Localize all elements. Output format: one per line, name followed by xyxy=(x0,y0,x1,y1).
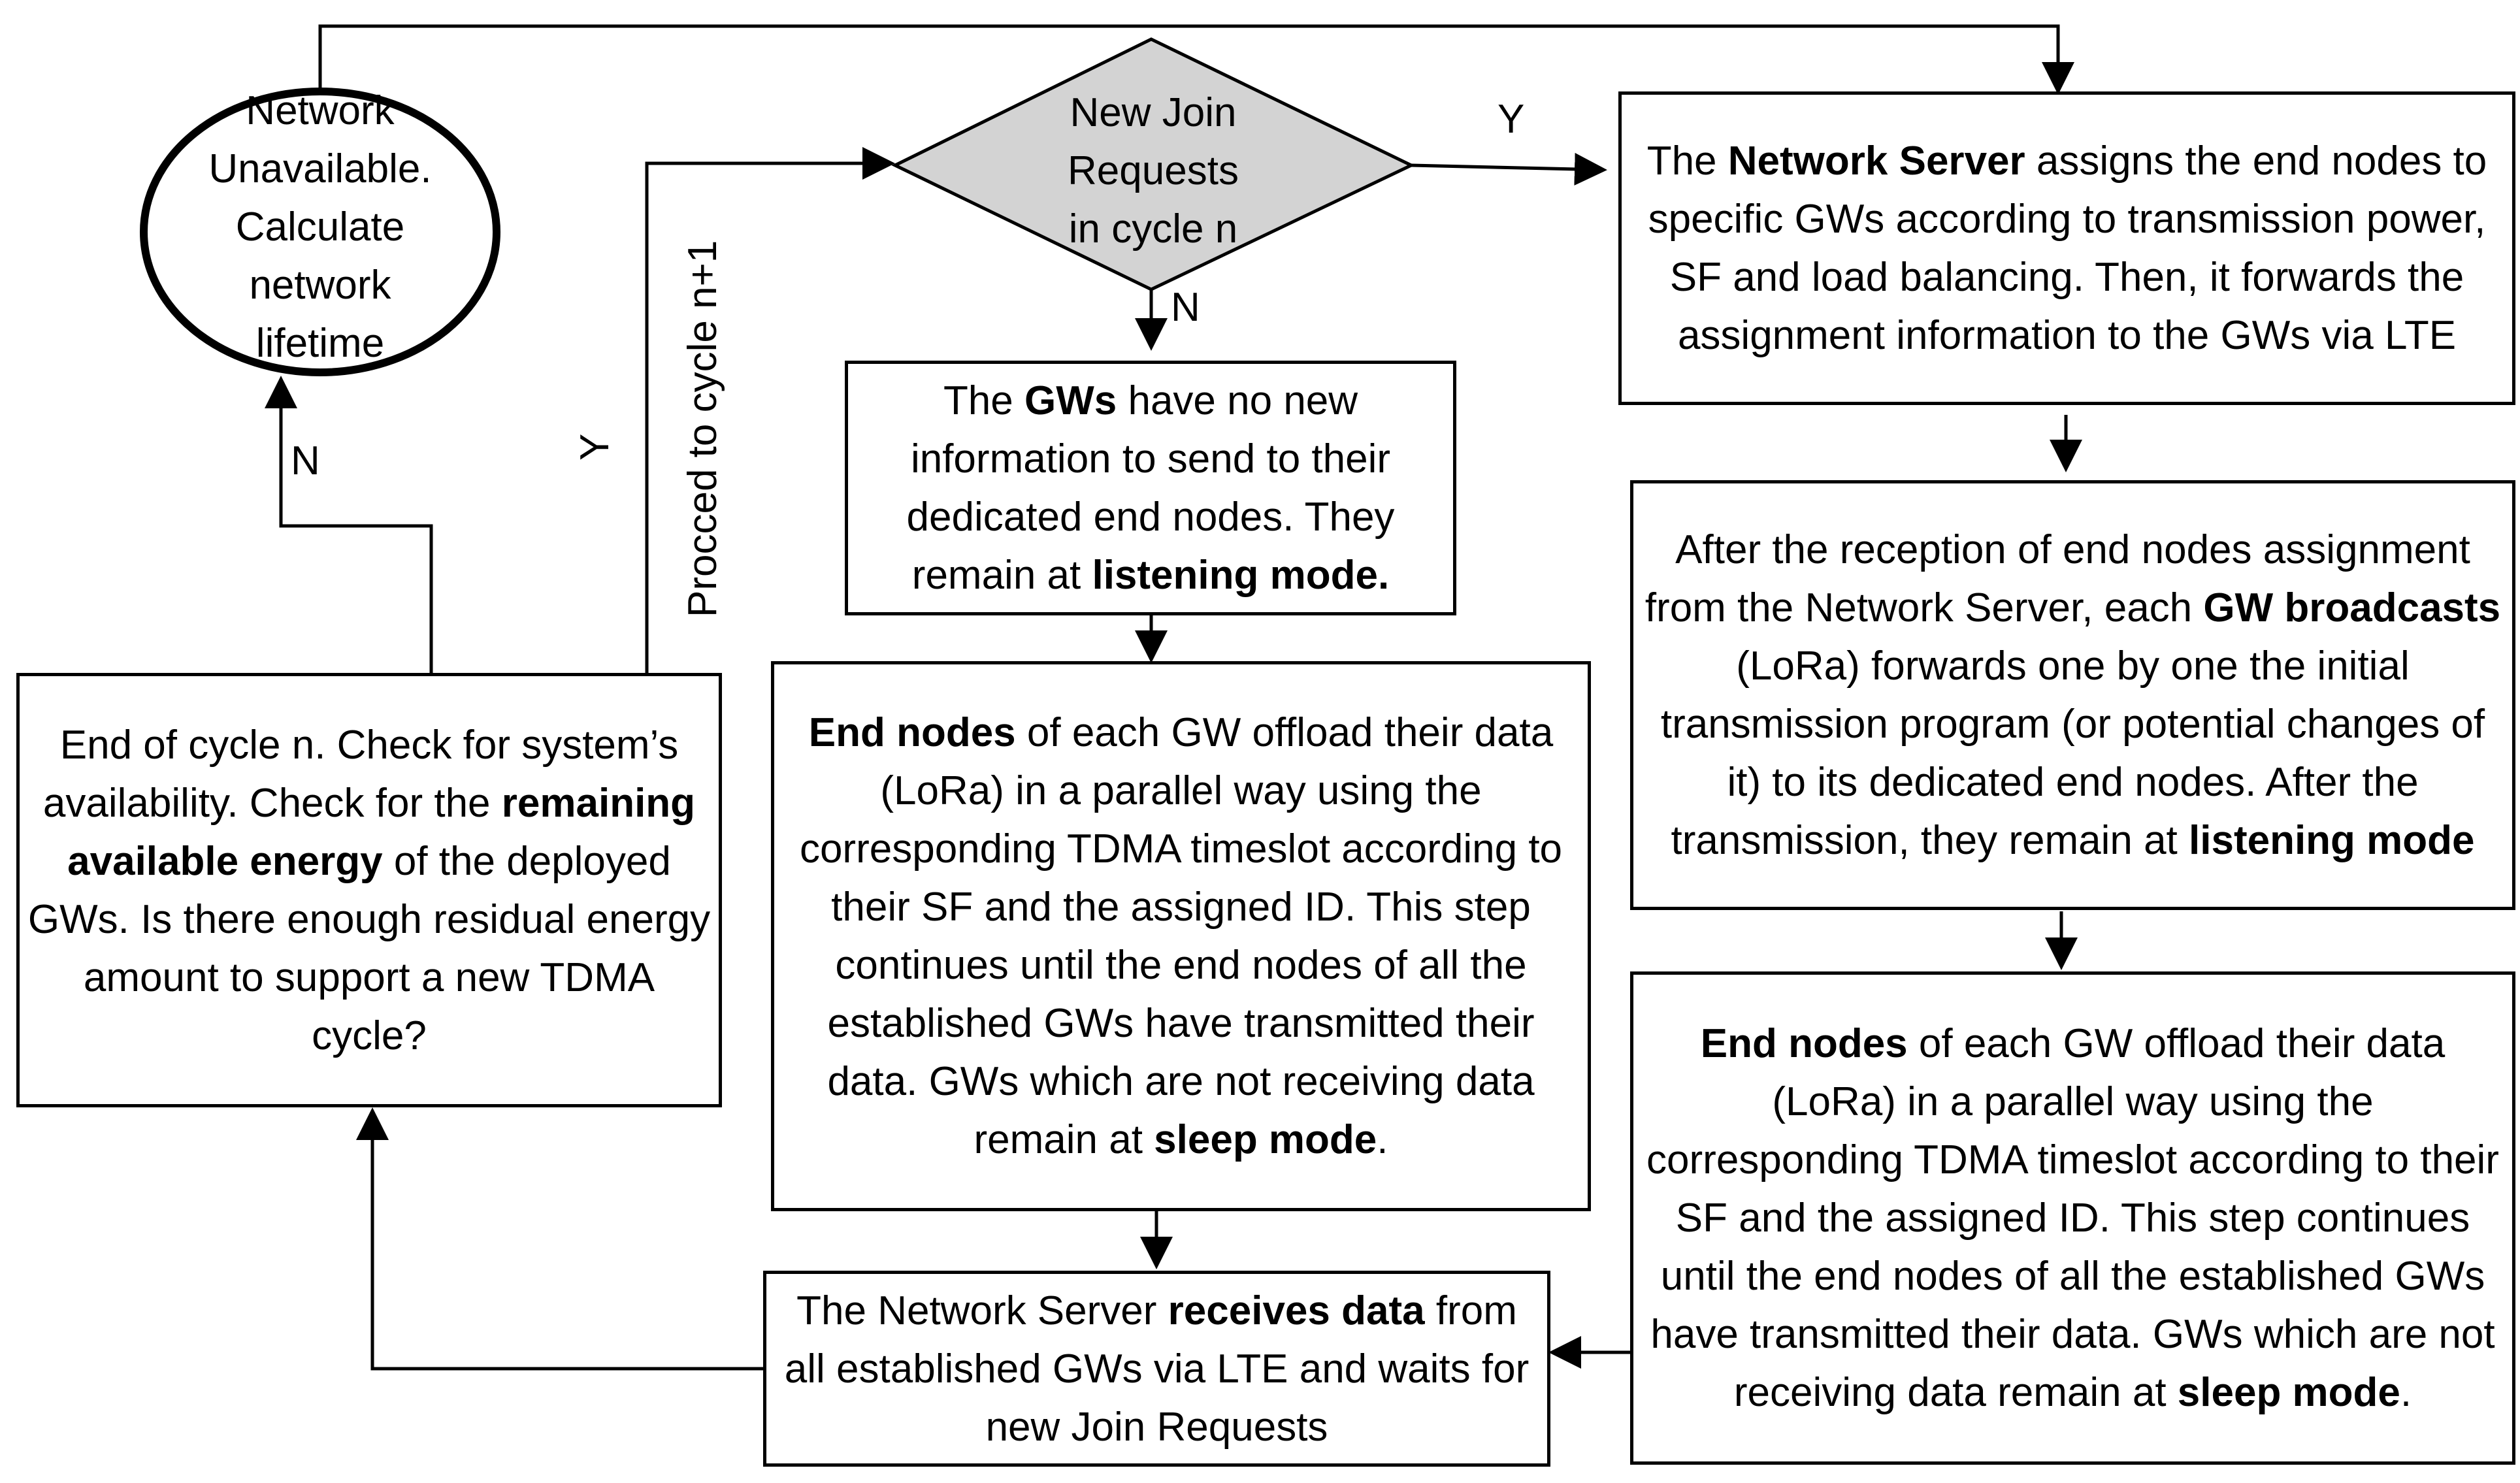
offload-right-box: End nodes of each GW offload their data … xyxy=(1630,971,2515,1465)
shape-line: lifetime xyxy=(255,321,385,366)
gw-broadcast-box: After the reception of end nodes assignm… xyxy=(1630,480,2515,910)
text-run: listening mode xyxy=(2189,818,2475,863)
box-text: End of cycle n. Check for system’s avail… xyxy=(26,716,712,1065)
network-server-box: The Network Server assigns the end nodes… xyxy=(1618,91,2515,405)
text-run: assigns the end nodes to specific GWs ac… xyxy=(1648,139,2487,358)
text-run: . xyxy=(2400,1370,2412,1415)
offload-middle-box: End nodes of each GW offload their data … xyxy=(771,661,1591,1211)
text-run: sleep mode xyxy=(1154,1117,1377,1162)
label-proceed-cycle: Procced to cycle n+1 xyxy=(680,240,725,617)
text-run: of the deployed GWs. Is there enough res… xyxy=(27,838,711,1058)
box-text: End nodes of each GW offload their data … xyxy=(781,704,1581,1169)
shape-line: Calculate xyxy=(235,204,405,250)
label-yes-decision: Y xyxy=(1497,97,1525,142)
text-run: End nodes xyxy=(808,710,1016,755)
label-no-energy: N xyxy=(291,438,320,483)
box-text: The Network Server receives data from al… xyxy=(773,1282,1541,1456)
arrow-yes-to-decision xyxy=(645,147,895,673)
label-yes-energy: Y xyxy=(572,433,617,461)
box-text: The Network Server assigns the end nodes… xyxy=(1628,132,2506,365)
arrow-no-to-terminal xyxy=(265,376,433,673)
text-run: from all established GWs via LTE and wai… xyxy=(784,1288,1530,1450)
text-run: of each GW offload their data (LoRa) in … xyxy=(1646,1021,2499,1415)
shape-line: Network xyxy=(246,88,395,133)
arrow-top-loop xyxy=(318,24,2074,95)
box-text: The GWs have no new information to send … xyxy=(855,372,1447,604)
text-run: . xyxy=(1377,1117,1388,1162)
text-run: (LoRa) forwards one by one the initial t… xyxy=(1660,644,2485,863)
box-text: End nodes of each GW offload their data … xyxy=(1640,1015,2506,1422)
receives-data-box: The Network Server receives data from al… xyxy=(763,1271,1550,1467)
text-run: GW broadcasts xyxy=(2203,585,2501,630)
text-run: of each GW offload their data (LoRa) in … xyxy=(799,710,1563,1162)
text-run: The xyxy=(943,378,1024,423)
text-run: The Network Server xyxy=(796,1288,1168,1333)
text-run: have no new information to send to their… xyxy=(906,378,1395,598)
text-run: After the reception of end nodes assignm… xyxy=(1645,527,2470,630)
text-run: End of cycle n. Check for system’s avail… xyxy=(42,722,679,826)
text-run: End nodes xyxy=(1700,1021,1908,1066)
text-run: The xyxy=(1646,139,1728,184)
shape-line: New Join xyxy=(1070,90,1237,135)
arrow-yes-to-server xyxy=(1411,152,1607,186)
shape-line: network xyxy=(249,263,391,308)
label-no-decision: N xyxy=(1171,285,1200,330)
shape-line: in cycle n xyxy=(1068,206,1238,252)
shape-line: Requests xyxy=(1068,148,1239,193)
shape-line: Unavailable. xyxy=(208,146,432,191)
text-run: listening mode. xyxy=(1092,553,1390,598)
text-run: Network Server xyxy=(1727,139,2025,184)
gws-no-info-box: The GWs have no new information to send … xyxy=(845,361,1456,615)
text-run: remaining available energy xyxy=(67,780,696,884)
arrow-receive-to-endcycle xyxy=(356,1107,763,1371)
text-run: sleep mode xyxy=(2177,1370,2400,1415)
text-run: GWs xyxy=(1024,378,1117,423)
end-cycle-box: End of cycle n. Check for system’s avail… xyxy=(16,673,722,1107)
text-run: receives data xyxy=(1168,1288,1425,1333)
box-text: After the reception of end nodes assignm… xyxy=(1640,521,2506,870)
